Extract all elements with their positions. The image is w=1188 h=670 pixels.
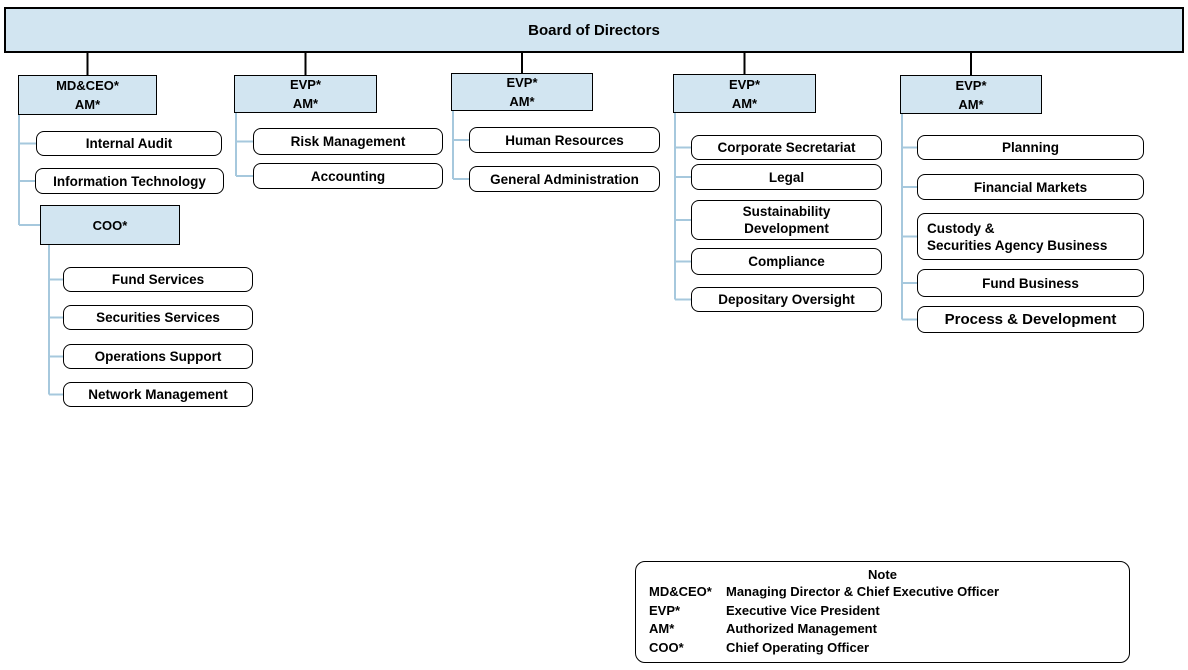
note-definition: Authorized Management: [726, 621, 877, 636]
node-accounting: Accounting: [253, 163, 443, 189]
node-internal-audit: Internal Audit: [36, 131, 222, 156]
node-securities-services: Securities Services: [63, 305, 253, 330]
node-depositary-oversight: Depositary Oversight: [691, 287, 882, 312]
node-evp-1: EVP* AM*: [234, 75, 377, 113]
note-row: AM* Authorized Management: [636, 620, 1129, 639]
node-custody-securities-agency-business: Custody & Securities Agency Business: [917, 213, 1144, 260]
note-term: AM*: [649, 621, 675, 636]
node-human-resources: Human Resources: [469, 127, 660, 153]
node-board-of-directors: Board of Directors: [4, 7, 1184, 53]
note-title: Note: [868, 567, 897, 582]
node-corporate-secretariat: Corporate Secretariat: [691, 135, 882, 160]
node-evp-3: EVP* AM*: [673, 74, 816, 113]
note-row: EVP* Executive Vice President: [636, 602, 1129, 621]
node-risk-management: Risk Management: [253, 128, 443, 155]
node-fund-business: Fund Business: [917, 269, 1144, 297]
node-fund-services: Fund Services: [63, 267, 253, 292]
node-md-ceo: MD&CEO* AM*: [18, 75, 157, 115]
note-row: MD&CEO* Managing Director & Chief Execut…: [636, 583, 1129, 602]
node-evp-2: EVP* AM*: [451, 73, 593, 111]
note-definition: Chief Operating Officer: [726, 639, 870, 655]
note-box: Note MD&CEO* Managing Director & Chief E…: [635, 561, 1130, 663]
node-legal: Legal: [691, 164, 882, 190]
node-financial-markets: Financial Markets: [917, 174, 1144, 200]
node-process-development: Process & Development: [917, 306, 1144, 333]
node-network-management: Network Management: [63, 382, 253, 407]
note-definition: Executive Vice President: [726, 602, 880, 618]
node-information-technology: Information Technology: [35, 168, 224, 194]
note-term: COO*: [649, 639, 684, 655]
node-general-administration: General Administration: [469, 166, 660, 192]
node-compliance: Compliance: [691, 248, 882, 275]
note-term: MD&CEO*: [649, 584, 712, 599]
node-coo: COO*: [40, 205, 180, 245]
node-planning: Planning: [917, 135, 1144, 160]
node-operations-support: Operations Support: [63, 344, 253, 369]
note-row: COO* Chief Operating Officer: [636, 639, 1129, 658]
node-sustainability-development: Sustainability Development: [691, 200, 882, 240]
note-term: EVP*: [649, 602, 681, 618]
node-evp-4: EVP* AM*: [900, 75, 1042, 114]
note-definition: Managing Director & Chief Executive Offi…: [726, 584, 1000, 599]
